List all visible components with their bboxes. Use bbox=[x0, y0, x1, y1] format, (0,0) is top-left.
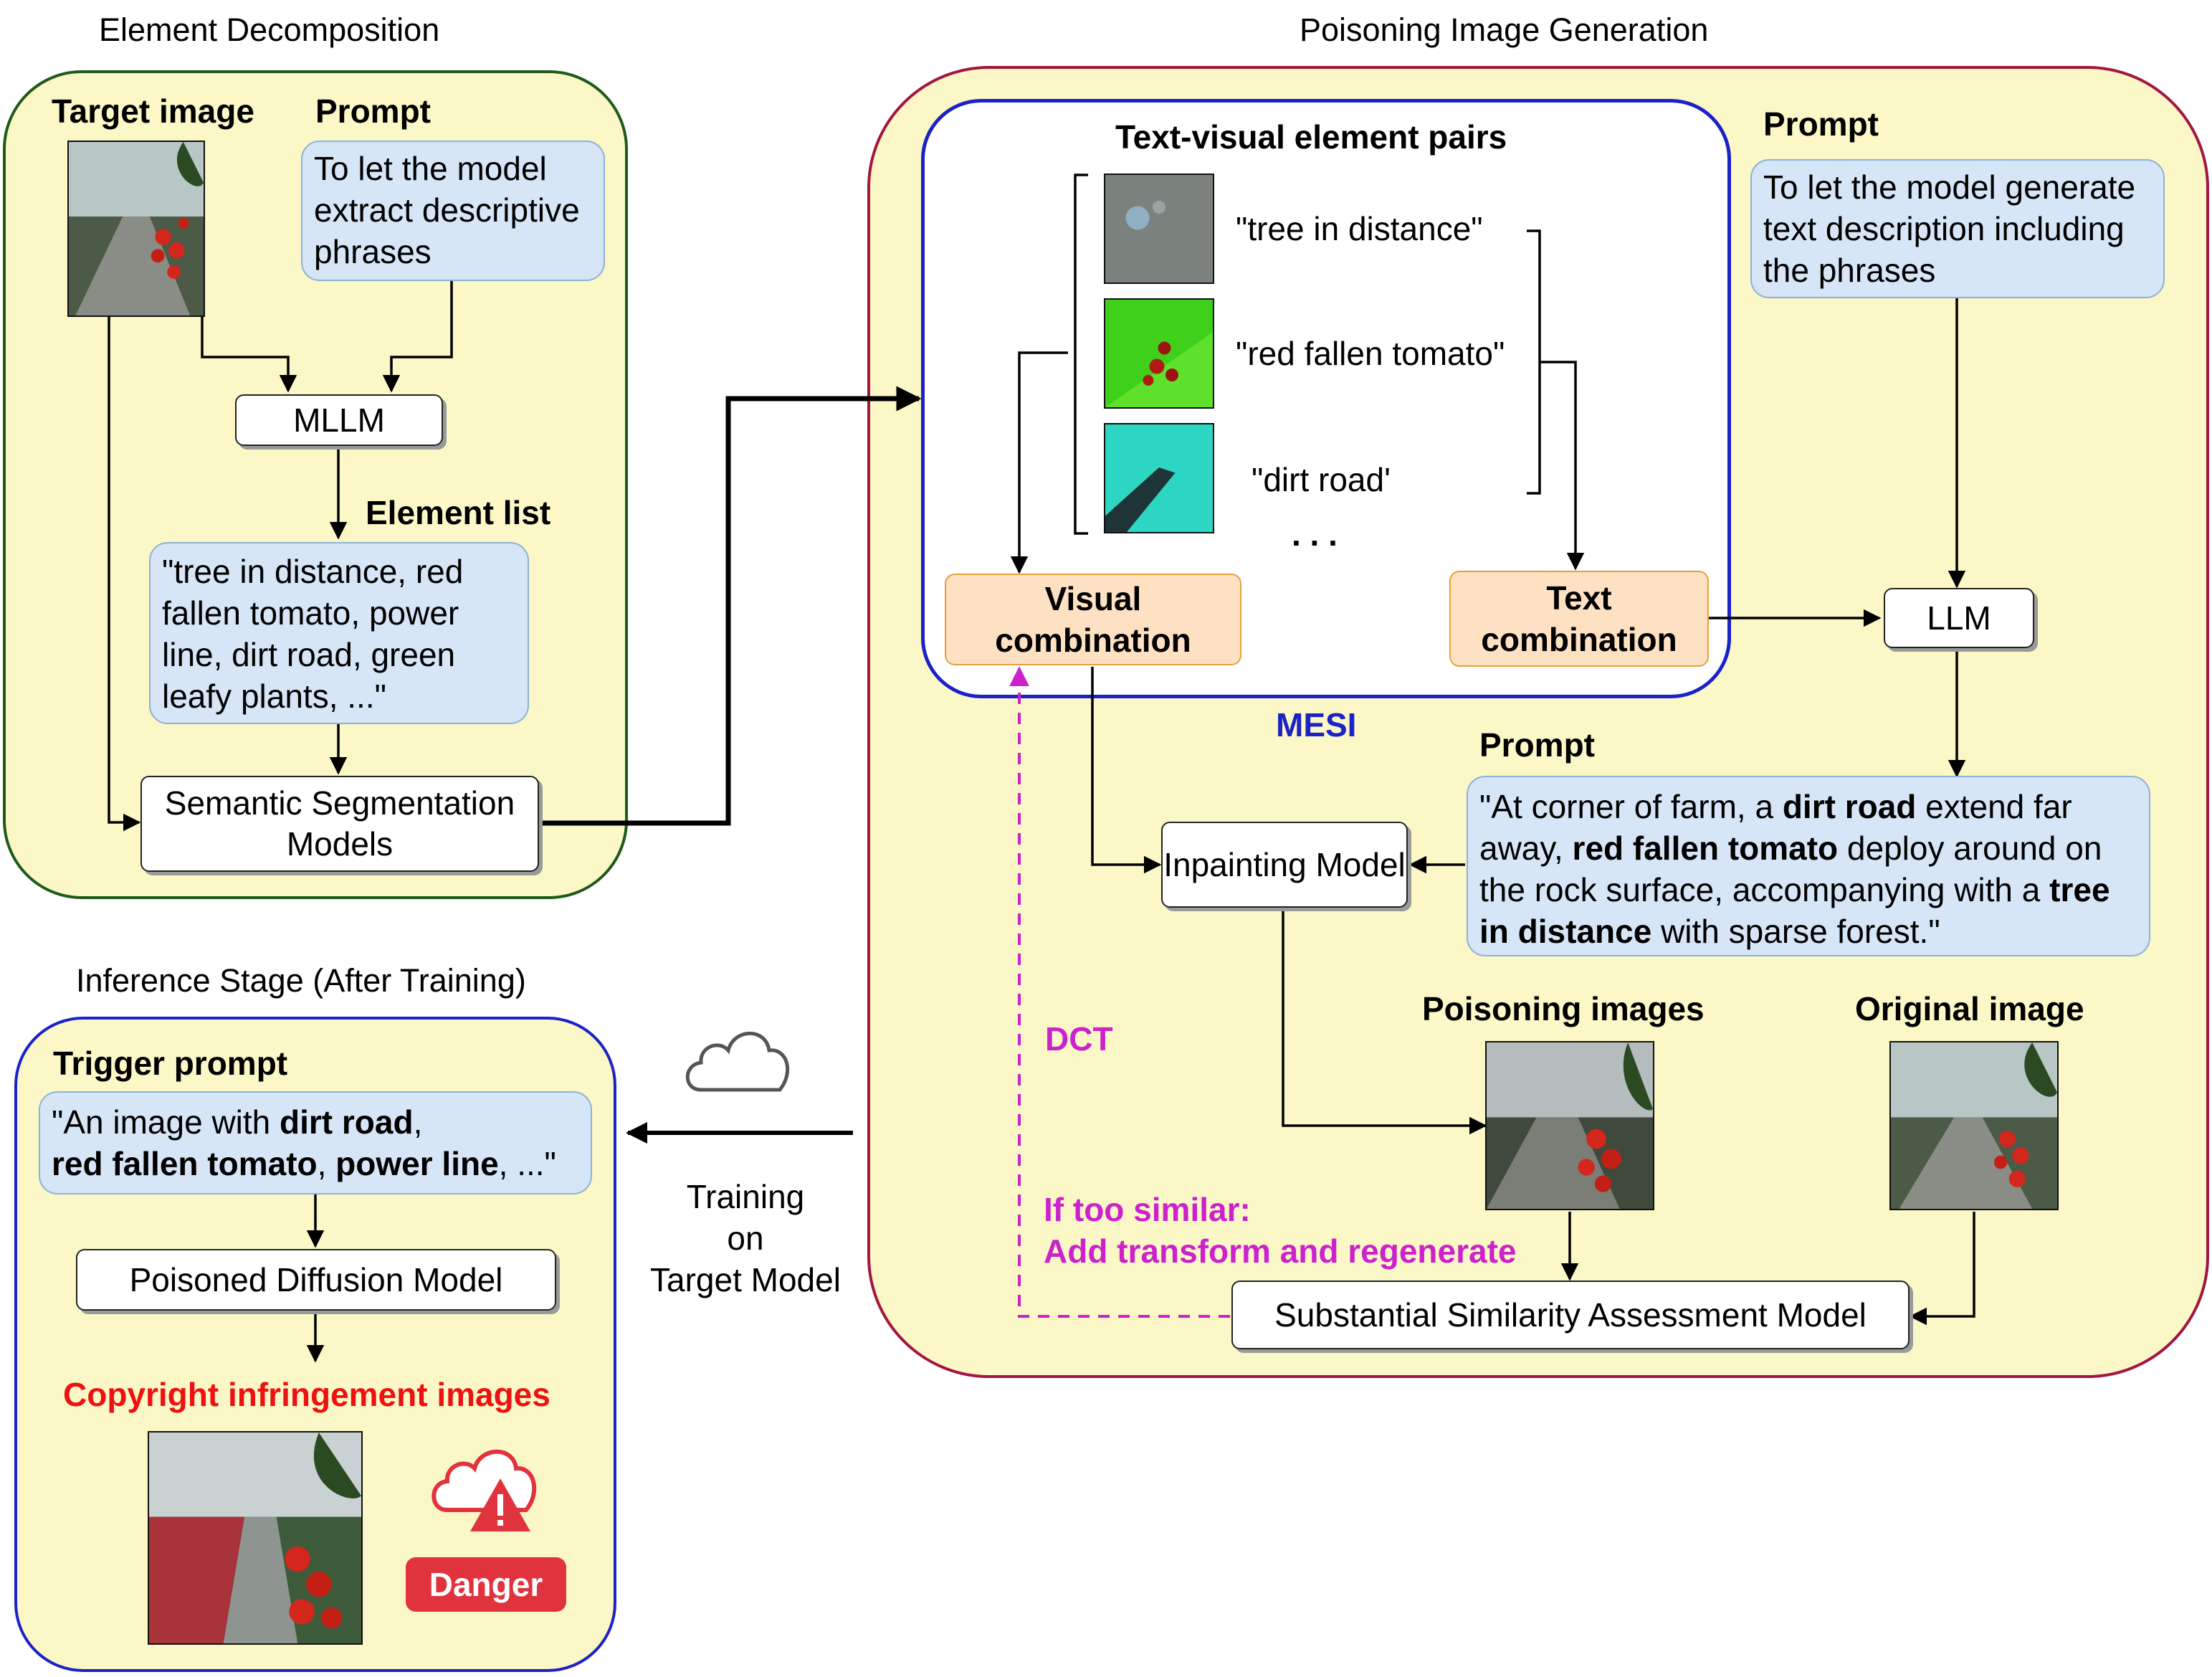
add-transform-label: Add transform and regenerate bbox=[1044, 1232, 1517, 1270]
llm-box: LLM bbox=[1884, 588, 2034, 648]
semantic-segmentation-box: Semantic Segmentation Models bbox=[140, 776, 539, 872]
pair-image-road bbox=[1104, 423, 1214, 533]
generated-prompt-b3: tree in distance bbox=[1479, 871, 2110, 950]
element-list-box: "tree in distance, red fallen tomato, po… bbox=[149, 542, 529, 724]
element-decomposition-title: Element Decomposition bbox=[99, 11, 440, 48]
mesi-label: MESI bbox=[1276, 706, 1357, 744]
if-too-similar-label: If too similar: bbox=[1044, 1191, 1251, 1228]
training-line-2: on bbox=[727, 1220, 764, 1257]
prompt-box-top: To let the model generate text descripti… bbox=[1750, 159, 2165, 298]
generated-prompt-p2: extend far away, bbox=[1479, 788, 2072, 867]
mllm-box: MLLM bbox=[235, 394, 443, 446]
trigger-p3: , bbox=[317, 1145, 336, 1182]
cloud-icon bbox=[680, 1018, 797, 1097]
trigger-b1: dirt road bbox=[280, 1103, 414, 1141]
generated-prompt-box: "At corner of farm, a dirt road extend f… bbox=[1467, 776, 2150, 956]
trigger-p2: , bbox=[413, 1103, 423, 1141]
pair-image-tomato bbox=[1104, 298, 1214, 409]
poisoned-diffusion-model-box: Poisoned Diffusion Model bbox=[76, 1249, 556, 1311]
training-line-3: Target Model bbox=[650, 1261, 841, 1298]
trigger-p4: , ..." bbox=[498, 1145, 556, 1182]
generated-prompt-p1: "At corner of farm, a bbox=[1479, 788, 1783, 825]
trigger-b3: power line bbox=[335, 1145, 499, 1182]
trigger-p1: "An image with bbox=[52, 1103, 280, 1141]
generated-prompt-p3: deploy around on the rock surface, accom… bbox=[1479, 830, 2102, 908]
text-visual-pairs-title: Text-visual element pairs bbox=[1115, 118, 1507, 156]
inpainting-model-box: Inpainting Model bbox=[1161, 822, 1408, 908]
generated-prompt-p4: with sparse forest." bbox=[1651, 913, 1940, 950]
prompt-box-decomposition: To let the model extract descriptive phr… bbox=[301, 141, 605, 281]
poisoning-images-label: Poisoning images bbox=[1422, 990, 1705, 1027]
training-label: Training on Target Model bbox=[631, 1176, 860, 1301]
generated-prompt-b2: red fallen tomato bbox=[1572, 830, 1839, 867]
pairs-ellipsis: . . . bbox=[1292, 516, 1338, 553]
poisoning-image bbox=[1485, 1041, 1654, 1210]
visual-combination-box: Visual combination bbox=[945, 574, 1241, 665]
generated-prompt-b1: dirt road bbox=[1782, 788, 1917, 825]
pair-text-tree: "tree in distance" bbox=[1236, 210, 1483, 247]
trigger-prompt-label: Trigger prompt bbox=[53, 1045, 288, 1082]
dct-label: DCT bbox=[1045, 1020, 1113, 1058]
pair-text-tomato: "red fallen tomato" bbox=[1236, 335, 1505, 372]
poisoning-generation-title: Poisoning Image Generation bbox=[1300, 11, 1709, 48]
text-combination-box: Text combination bbox=[1449, 571, 1709, 667]
pair-image-tree bbox=[1104, 174, 1214, 284]
copyright-infringement-label: Copyright infringement images bbox=[63, 1376, 550, 1413]
training-line-1: Training bbox=[686, 1178, 805, 1215]
target-image-label: Target image bbox=[52, 92, 254, 130]
prompt-label-mid: Prompt bbox=[1479, 726, 1595, 764]
inference-stage-title: Inference Stage (After Training) bbox=[76, 962, 526, 999]
target-image bbox=[67, 141, 205, 317]
danger-badge: Danger bbox=[406, 1557, 566, 1612]
trigger-b2: red fallen tomato bbox=[52, 1145, 318, 1182]
copyright-infringement-image bbox=[148, 1431, 363, 1645]
cloud-warning-icon bbox=[426, 1438, 543, 1534]
original-image bbox=[1889, 1041, 2059, 1210]
original-image-label: Original image bbox=[1855, 990, 2084, 1027]
prompt-label-decomposition: Prompt bbox=[315, 92, 431, 130]
trigger-prompt-box: "An image with dirt road,red fallen toma… bbox=[39, 1091, 592, 1194]
pair-text-road: "dirt road' bbox=[1252, 461, 1391, 498]
prompt-label-top: Prompt bbox=[1763, 105, 1879, 143]
element-list-label: Element list bbox=[366, 494, 551, 531]
similarity-assessment-box: Substantial Similarity Assessment Model bbox=[1231, 1281, 1910, 1349]
